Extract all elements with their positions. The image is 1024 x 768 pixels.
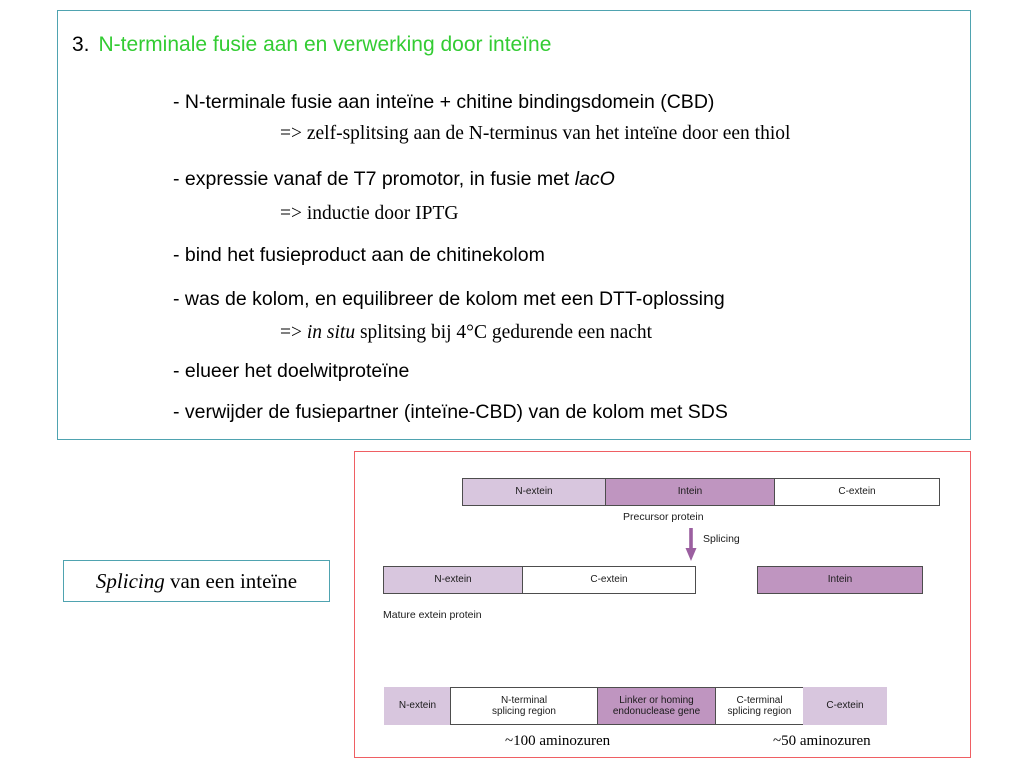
precursor-segment-n-extein: N-extein — [462, 478, 606, 506]
bullet-line-1: - N-terminale fusie aan inteïne + chitin… — [173, 91, 715, 113]
mature-protein-caption: Mature extein protein — [383, 609, 482, 621]
bullet-line-7-emphasis: in situ — [306, 322, 356, 343]
domain-segment-n-terminal-splicing-region: N-terminal splicing region — [450, 687, 598, 725]
bullet-line-9: - verwijder de fusiepartner (inteïne-CBD… — [173, 401, 728, 423]
bullet-line-7-prefix: => — [280, 322, 307, 343]
slide-content-box: 3. N-terminale fusie aan en verwerking do… — [57, 10, 971, 440]
bullet-line-7-suffix: splitsing bij 4°C gedurende een nacht — [355, 322, 653, 343]
bullet-line-4: => inductie door IPTG — [280, 203, 459, 224]
heading-title: N-terminale fusie aan en verwerking door… — [98, 33, 552, 56]
mature-segment-c-extein: C-extein — [522, 566, 696, 594]
released-intein-segment: Intein — [757, 566, 923, 594]
bullet-line-6: - was de kolom, en equilibreer de kolom … — [173, 288, 725, 310]
precursor-protein-caption: Precursor protein — [623, 511, 704, 523]
bullet-line-3-emphasis: lacO — [574, 168, 615, 190]
figure-caption-emphasis: Splicing — [95, 568, 165, 593]
precursor-segment-intein: Intein — [605, 478, 775, 506]
bullet-line-5: - bind het fusieproduct aan de chitineko… — [173, 244, 545, 266]
page-title: 3. N-terminale fusie aan en verwerking do… — [72, 33, 551, 57]
heading-number: 3. — [72, 33, 90, 56]
domain-segment-c-terminal-splicing-region: C-terminal splicing region — [715, 687, 804, 725]
annotation-100-aminozuren: ~100 aminozuren — [505, 733, 611, 749]
domain-segment-n-extein: N-extein — [384, 687, 451, 725]
annotation-50-aminozuren: ~50 aminozuren — [773, 733, 871, 749]
bullet-line-3-text: - expressie vanaf de T7 promotor, in fus… — [173, 168, 575, 190]
bullet-line-3: - expressie vanaf de T7 promotor, in fus… — [173, 168, 615, 191]
figure-caption-box: Splicing van een inteïne — [63, 560, 330, 602]
splicing-arrow-icon — [685, 528, 697, 561]
mature-segment-n-extein: N-extein — [383, 566, 523, 594]
figure-caption-text: Splicing van een inteïne — [96, 569, 297, 594]
splicing-arrow-label: Splicing — [703, 533, 740, 545]
domain-segment-linker-endonuclease: Linker or homing endonuclease gene — [597, 687, 716, 725]
precursor-segment-c-extein: C-extein — [774, 478, 940, 506]
domain-segment-c-extein: C-extein — [803, 687, 887, 725]
intein-splicing-figure: N-extein Intein C-extein Precursor prote… — [354, 451, 971, 758]
bullet-line-2: => zelf-splitsing aan de N-terminus van … — [280, 123, 791, 144]
figure-caption-rest: van een inteïne — [164, 568, 298, 593]
bullet-line-8: - elueer het doelwitproteïne — [173, 360, 410, 382]
bullet-line-7: => in situ splitsing bij 4°C gedurende e… — [280, 322, 652, 344]
